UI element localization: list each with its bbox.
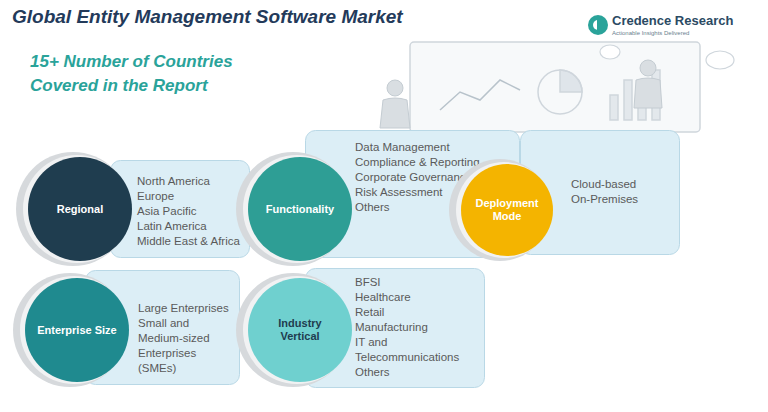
- list-item: IT and Telecommunications: [355, 335, 477, 365]
- circle-fill: [248, 278, 352, 382]
- list-item: BFSI: [355, 275, 477, 290]
- category-circle: Deployment Mode: [461, 164, 553, 256]
- logo-text: Credence Research: [612, 13, 733, 28]
- circle-ring: [456, 162, 552, 258]
- list-item: Retail: [355, 305, 477, 320]
- subtitle: 15+ Number of Countries Covered in the R…: [30, 50, 260, 98]
- circle-ring: [243, 155, 351, 263]
- circle-fill: [248, 157, 352, 261]
- circle-fill: [28, 157, 132, 261]
- line-chart: [440, 80, 520, 110]
- list-item: Data Management: [355, 140, 512, 155]
- category-circle: Functionality: [248, 157, 352, 261]
- list-item: On-Premises: [571, 192, 672, 207]
- panel-rect: [306, 269, 485, 388]
- list-item: Cloud-based: [571, 177, 672, 192]
- presentation-board: [410, 42, 700, 132]
- category-label: Industry Vertical: [258, 317, 342, 343]
- category-circle: Regional: [28, 157, 132, 261]
- pie-outline: [538, 70, 582, 114]
- list-item: Large Enterprises: [138, 301, 232, 316]
- circle-fill: [461, 164, 553, 256]
- circle-ring: [20, 276, 128, 384]
- list-item: Small and Medium-sized Enterprises (SMEs…: [138, 316, 232, 376]
- circle-label-wrap: Deployment Mode: [471, 197, 543, 223]
- circle-label-wrap: Enterprise Size: [37, 324, 116, 337]
- person-right: [634, 60, 662, 108]
- circle-ring: [243, 276, 351, 384]
- category-label: Enterprise Size: [37, 324, 116, 337]
- list-item: Others: [355, 365, 477, 380]
- circle-ring: [23, 155, 131, 263]
- speech-bubbles: [600, 45, 734, 69]
- circle-label-wrap: Regional: [57, 203, 103, 216]
- circle-fill: [25, 278, 129, 382]
- category-label: Functionality: [266, 203, 334, 216]
- category-label: Deployment Mode: [471, 197, 543, 223]
- category-circle: Industry Vertical: [248, 278, 352, 382]
- list-item: North America: [137, 174, 242, 189]
- bar: [624, 80, 632, 120]
- list-item: Latin America: [137, 219, 242, 234]
- category-circle: Enterprise Size: [25, 278, 129, 382]
- logo-tagline: Actionable Insights Delivered: [612, 30, 689, 36]
- person-left: [380, 80, 410, 128]
- bar: [610, 95, 618, 120]
- panel-rect: [521, 131, 680, 255]
- circle-label-wrap: Industry Vertical: [258, 317, 342, 343]
- list-item: Europe: [137, 189, 242, 204]
- list-item: Healthcare: [355, 290, 477, 305]
- title: Global Entity Management Software Market: [12, 6, 403, 28]
- category-label: Regional: [57, 203, 103, 216]
- list-item: Asia Pacific: [137, 204, 242, 219]
- panel-rect: [86, 271, 240, 385]
- list-item: Manufacturing: [355, 320, 477, 335]
- list-item: Middle East & Africa: [137, 234, 242, 249]
- circle-label-wrap: Functionality: [266, 203, 334, 216]
- panel-rect: [111, 161, 250, 258]
- logo-icon: [588, 15, 608, 35]
